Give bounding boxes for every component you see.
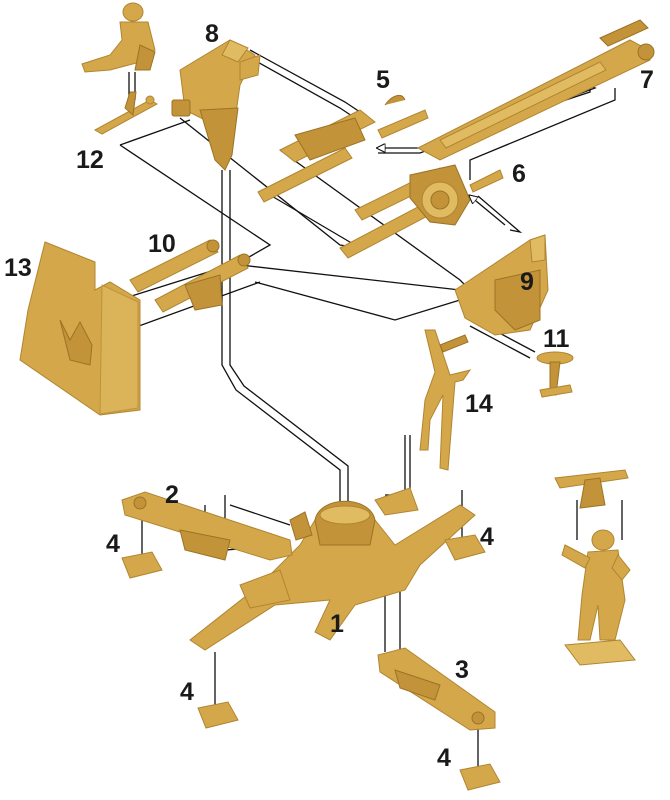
part-7-barrel <box>416 19 655 161</box>
guide-line-9-6 <box>470 196 506 226</box>
label-part-4b: 4 <box>480 523 494 551</box>
part-13-shield <box>19 241 141 416</box>
label-part-10: 10 <box>148 230 176 258</box>
label-part-6: 6 <box>512 160 526 188</box>
label-part-13: 13 <box>4 254 32 282</box>
part-labels: 8 5 7 12 6 10 13 9 11 14 2 4 4 1 3 4 4 <box>4 20 654 772</box>
guide-line-8-5 <box>244 54 356 119</box>
pad-4d <box>459 763 501 791</box>
part-5-carriage <box>257 94 429 203</box>
label-part-4c: 4 <box>180 678 194 706</box>
label-part-1: 1 <box>330 610 344 638</box>
label-part-9: 9 <box>520 268 534 296</box>
guide-line-9-11b <box>469 325 531 359</box>
guide-line-14 <box>385 435 406 496</box>
part-6-mount <box>339 164 504 259</box>
guide-line-8-12 <box>119 119 191 146</box>
pad-4c <box>197 701 239 729</box>
part-8-cradle <box>171 39 261 171</box>
label-part-5: 5 <box>376 66 390 94</box>
part-1-base <box>189 487 476 651</box>
label-part-8: 8 <box>205 20 219 48</box>
label-part-4a: 4 <box>106 530 120 558</box>
part-12-seat <box>81 2 159 135</box>
guide-line-8-1 <box>221 170 341 510</box>
guide-line-2c <box>229 504 291 526</box>
guide-line-10-9b <box>254 281 461 321</box>
part-11-seat <box>536 351 574 398</box>
guide-line-9-6b <box>477 195 523 234</box>
part-3-outrigger <box>377 647 496 731</box>
label-part-11: 11 <box>543 325 570 353</box>
label-part-7: 7 <box>640 66 654 94</box>
guide-line-8-1b <box>229 170 349 510</box>
label-part-2: 2 <box>165 481 179 509</box>
part-2-outrigger <box>121 491 293 561</box>
label-part-4d: 4 <box>437 744 451 772</box>
guide-line-8-5b <box>249 49 361 113</box>
pad-4a <box>121 551 163 579</box>
pad-4b <box>444 534 486 561</box>
part-10-sight <box>129 239 251 313</box>
standing-soldier-figure <box>554 469 636 666</box>
part-4-pads <box>121 534 501 791</box>
label-part-14: 14 <box>465 390 493 418</box>
guide-line-7-6 <box>469 88 616 180</box>
label-part-12: 12 <box>76 146 104 174</box>
label-part-3: 3 <box>455 656 469 684</box>
guide-line-5-6 <box>269 194 361 249</box>
part-9-cradle <box>454 234 549 336</box>
part-14-frame <box>419 329 472 471</box>
guide-line-10-9 <box>239 264 461 291</box>
